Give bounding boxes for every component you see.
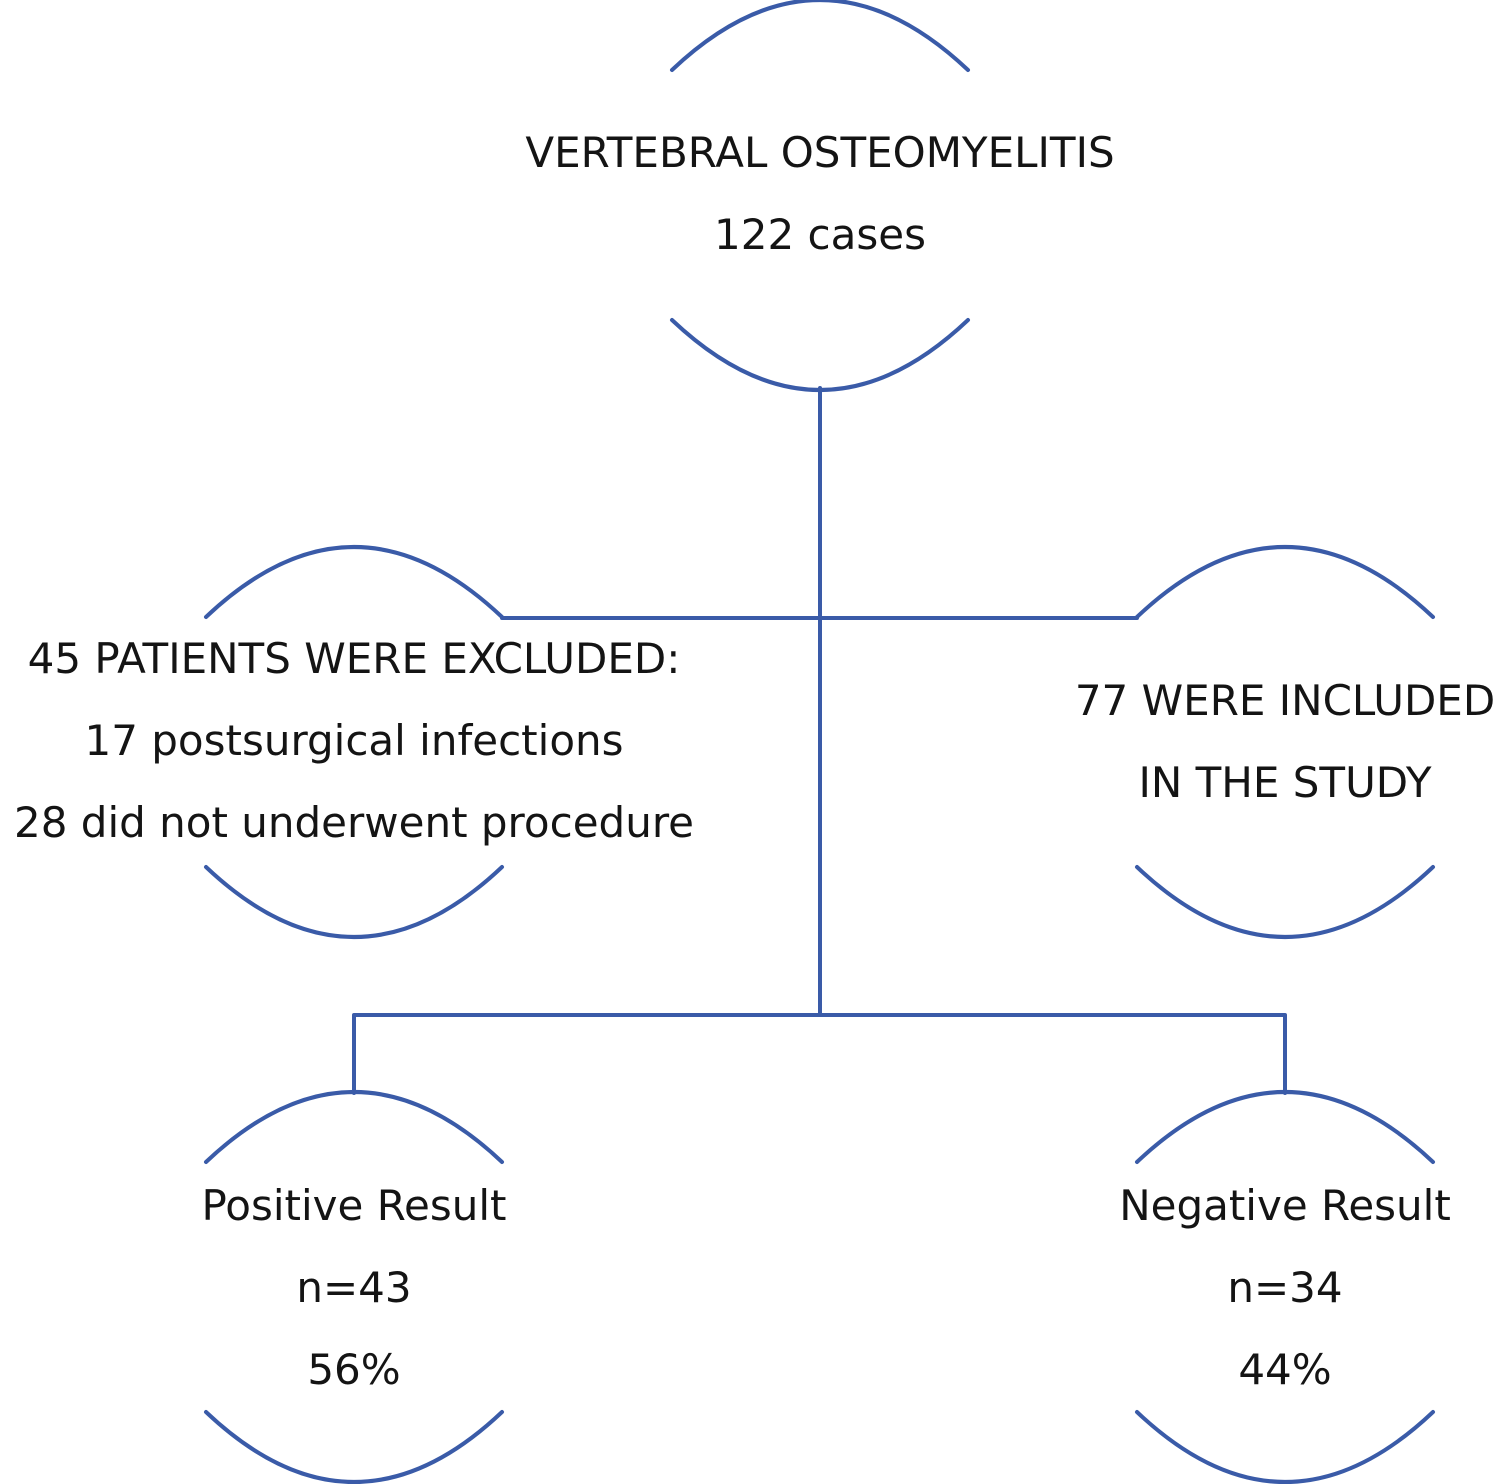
root-node: VERTEBRAL OSTEOMYELITIS 122 cases	[520, 112, 1120, 276]
positive-result-count: n=43	[296, 1263, 412, 1312]
included-node: 77 WERE INCLUDED IN THE STUDY	[1070, 660, 1500, 824]
root-node-title: VERTEBRAL OSTEOMYELITIS	[525, 128, 1115, 177]
root-node-bottom-arc	[670, 318, 970, 392]
root-node-top-arc	[670, 0, 970, 72]
negative-result-label: Negative Result	[1119, 1181, 1451, 1230]
excluded-node: 45 PATIENTS WERE EXCLUDED: 17 postsurgic…	[0, 618, 708, 864]
excluded-node-title: 45 PATIENTS WERE EXCLUDED:	[27, 634, 681, 683]
negative-result-percent: 44%	[1238, 1345, 1332, 1394]
positive-result-percent: 56%	[307, 1345, 401, 1394]
excluded-node-detail-postsurgical: 17 postsurgical infections	[84, 716, 624, 765]
included-node-line1: 77 WERE INCLUDED	[1074, 676, 1496, 725]
positive-result-label: Positive Result	[201, 1181, 507, 1230]
excluded-node-top-arc	[204, 545, 504, 619]
positive-node-bottom-arc	[204, 1410, 504, 1484]
included-node-bottom-arc	[1135, 865, 1435, 939]
root-node-count: 122 cases	[714, 210, 926, 259]
negative-result-count: n=34	[1227, 1263, 1343, 1312]
excluded-node-bottom-arc	[204, 865, 504, 939]
excluded-node-detail-no-procedure: 28 did not underwent procedure	[14, 798, 694, 847]
included-node-top-arc	[1135, 545, 1435, 619]
positive-node-top-arc	[204, 1090, 504, 1164]
negative-node-top-arc	[1135, 1090, 1435, 1164]
negative-node-bottom-arc	[1135, 1410, 1435, 1484]
branch-connector-results	[352, 1013, 1287, 1095]
included-node-line2: IN THE STUDY	[1138, 758, 1432, 807]
positive-result-node: Positive Result n=43 56%	[154, 1165, 554, 1411]
negative-result-node: Negative Result n=34 44%	[1085, 1165, 1485, 1411]
